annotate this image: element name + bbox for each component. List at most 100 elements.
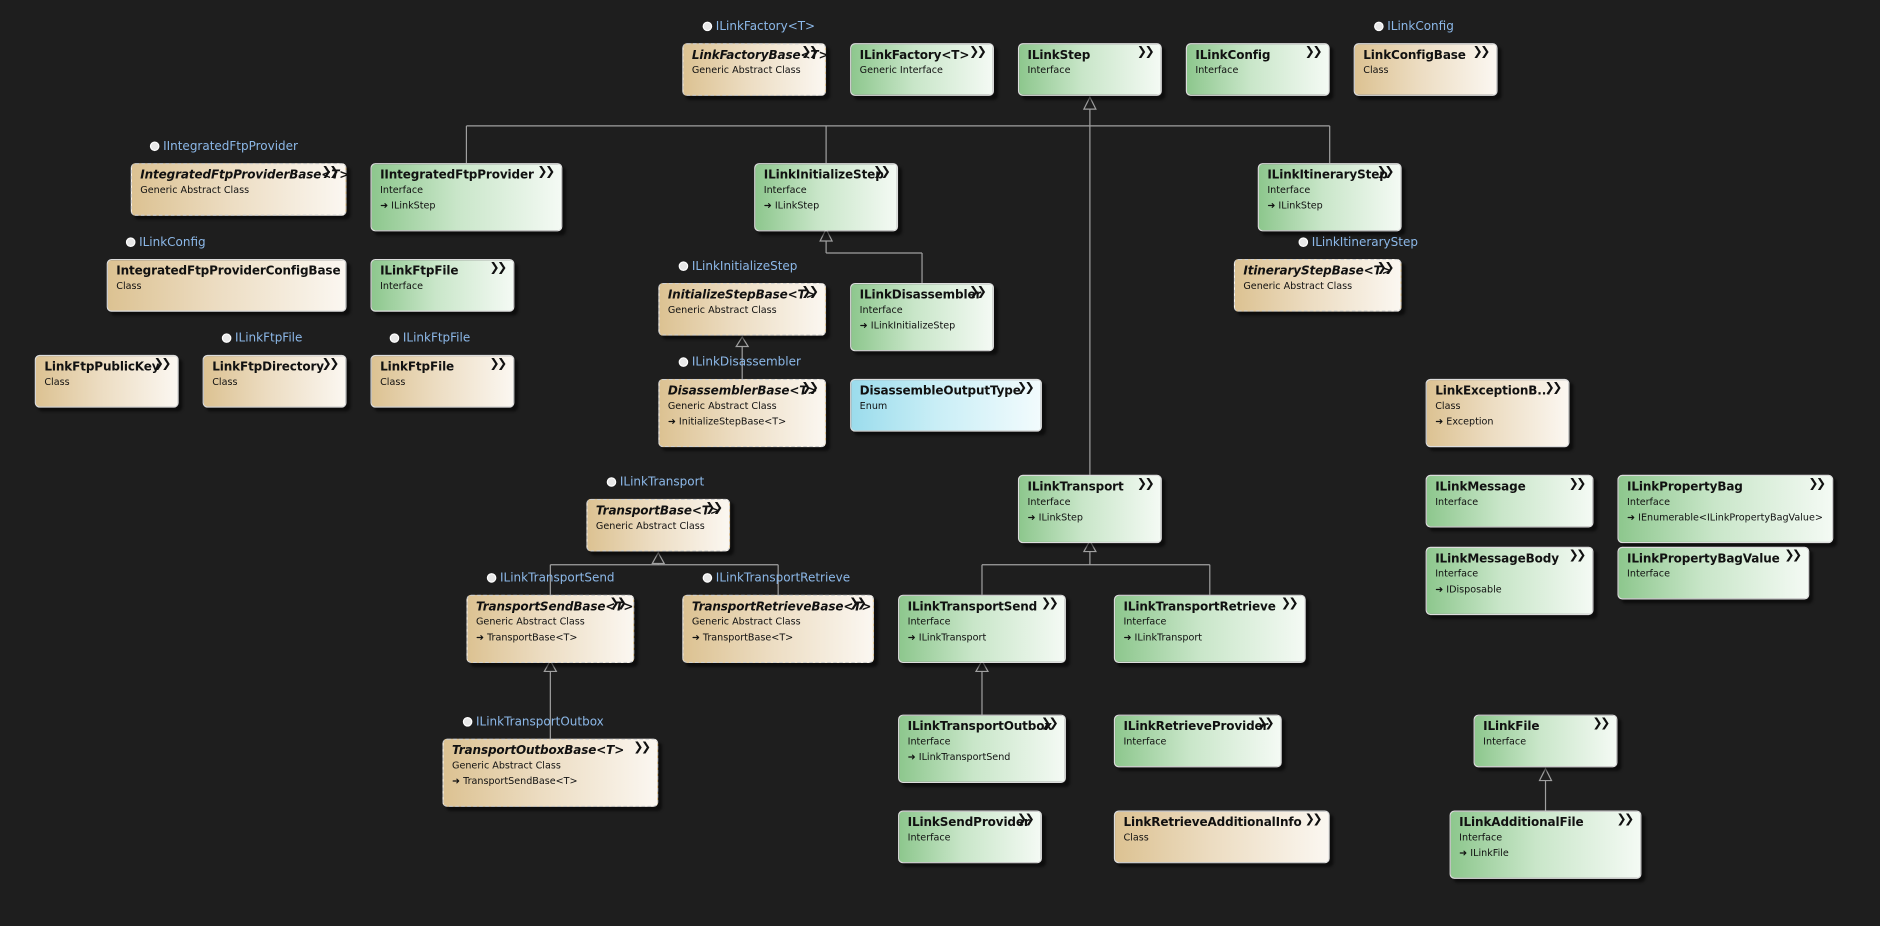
class-box-linkftppublickey[interactable]: LinkFtpPublicKey Class ❯❯ bbox=[34, 354, 179, 408]
inherits-line: ➜ TransportBase<T> bbox=[691, 631, 794, 643]
interface-box-iintegratedftpprovider[interactable]: IIntegratedFtpProvider Interface ➜ ILink… bbox=[370, 163, 563, 232]
class-box-integratedftpproviderbase[interactable]: IntegratedFtpProviderBase<T> Generic Abs… bbox=[130, 163, 350, 216]
interface-box-ilinkconfig[interactable]: ILinkConfig Interface ❯❯ bbox=[1185, 43, 1330, 96]
expand-chevron-icon[interactable]: ❯❯ bbox=[153, 357, 172, 371]
expand-chevron-icon[interactable]: ❯❯ bbox=[873, 165, 891, 179]
expand-chevron-icon[interactable]: ❯❯ bbox=[321, 357, 340, 371]
expand-chevron-icon[interactable]: ❯❯ bbox=[1136, 477, 1155, 491]
expand-chevron-icon[interactable]: ❯❯ bbox=[1784, 549, 1802, 563]
inherits-arrow-icon: ➜ bbox=[1027, 511, 1039, 523]
expand-chevron-icon[interactable]: ❯❯ bbox=[1136, 45, 1155, 59]
expand-chevron-icon[interactable]: ❯❯ bbox=[705, 501, 723, 515]
expand-chevron-icon[interactable]: ❯❯ bbox=[801, 381, 819, 395]
expand-chevron-icon[interactable]: ❯❯ bbox=[537, 165, 555, 179]
class-box-transportretrievebase[interactable]: TransportRetrieveBase<T> Generic Abstrac… bbox=[682, 594, 875, 664]
interface-lollipop: ILinkTransportOutbox bbox=[462, 713, 604, 730]
interface-box-ilinkstep[interactable]: ILinkStep Interface ❯❯ bbox=[1017, 43, 1162, 96]
expand-chevron-icon[interactable]: ❯❯ bbox=[969, 285, 987, 299]
interface-kind: Interface bbox=[1027, 64, 1071, 76]
class-box-transportsendbase[interactable]: TransportSendBase<T> Generic Abstract Cl… bbox=[466, 594, 635, 664]
expand-chevron-icon[interactable]: ❯❯ bbox=[1376, 165, 1395, 179]
inherits-line: ➜ ILinkStep bbox=[380, 200, 436, 212]
expand-chevron-icon[interactable]: ❯❯ bbox=[1376, 261, 1395, 275]
class-box-transportbase[interactable]: TransportBase<T> Generic Abstract Class … bbox=[586, 498, 731, 552]
expand-chevron-icon[interactable]: ❯❯ bbox=[1304, 45, 1323, 59]
expand-chevron-icon[interactable]: ❯❯ bbox=[801, 45, 819, 59]
class-box-linkexceptionbase[interactable]: LinkExceptionB... Class ➜ Exception ❯❯ bbox=[1425, 378, 1570, 448]
inherits-arrow-icon: ➜ bbox=[1123, 631, 1135, 643]
interface-box-ilinkmessage[interactable]: ILinkMessage Interface ❯❯ bbox=[1425, 474, 1594, 528]
expand-chevron-icon[interactable]: ❯❯ bbox=[1304, 812, 1323, 827]
interface-name: ILinkSendProvider bbox=[907, 816, 1030, 830]
class-box-linkftpfile[interactable]: LinkFtpFile Class ❯❯ bbox=[370, 354, 515, 408]
interface-box-ilinktransportretrieve[interactable]: ILinkTransportRetrieve Interface ➜ ILink… bbox=[1113, 594, 1306, 664]
class-box-linkfactorybase[interactable]: LinkFactoryBase<T> Generic Abstract Clas… bbox=[682, 43, 829, 96]
expand-chevron-icon[interactable]: ❯❯ bbox=[1616, 812, 1635, 827]
interface-name: ILinkTransportOutbox bbox=[907, 720, 1052, 734]
class-box-transportoutboxbase[interactable]: TransportOutboxBase<T> Generic Abstract … bbox=[442, 738, 659, 807]
enum-box-disassembleoutputtype[interactable]: DisassembleOutputType Enum ❯❯ bbox=[850, 378, 1042, 432]
interface-box-ilinkpropertybag[interactable]: ILinkPropertyBag Interface ➜ IEnumerable… bbox=[1617, 474, 1834, 544]
expand-chevron-icon[interactable]: ❯❯ bbox=[633, 740, 651, 755]
class-box-linkftpdirectory[interactable]: LinkFtpDirectory Class ❯❯ bbox=[202, 354, 347, 408]
expand-chevron-icon[interactable]: ❯❯ bbox=[1041, 717, 1059, 731]
expand-chevron-icon[interactable]: ❯❯ bbox=[1472, 45, 1491, 59]
class-name: IntegratedFtpProviderBase<T> bbox=[140, 169, 350, 183]
class-box-itinerarystepbase[interactable]: ItineraryStepBase<T> Generic Abstract Cl… bbox=[1233, 258, 1402, 312]
class-name: TransportOutboxBase<T> bbox=[452, 744, 625, 758]
expand-chevron-icon[interactable]: ❯❯ bbox=[969, 45, 987, 59]
class-box-initializestepbase[interactable]: InitializeStepBase<T> Generic Abstract C… bbox=[658, 282, 827, 336]
interface-box-ilinktransport[interactable]: ILinkTransport Interface ➜ ILinkStep ❯❯ bbox=[1017, 474, 1162, 544]
class-kind: Generic Abstract Class bbox=[691, 64, 801, 76]
class-kind: Class bbox=[1435, 400, 1461, 412]
expand-chevron-icon[interactable]: ❯❯ bbox=[1017, 381, 1035, 395]
expand-chevron-icon[interactable]: ❯❯ bbox=[1544, 381, 1563, 395]
interface-box-ilinkfactory[interactable]: ILinkFactory<T> Generic Interface ❯❯ bbox=[850, 43, 994, 96]
class-kind: Generic Abstract Class bbox=[691, 616, 801, 628]
interface-name: ILinkPropertyBag bbox=[1627, 480, 1743, 494]
interface-box-ilinkpropertybagvalue[interactable]: ILinkPropertyBagValue Interface ❯❯ bbox=[1617, 546, 1810, 600]
interface-box-ilinkitinerarystep[interactable]: ILinkItineraryStep Interface ➜ ILinkStep… bbox=[1257, 163, 1402, 232]
inheritance-arrowhead bbox=[1082, 95, 1097, 110]
expand-chevron-icon[interactable]: ❯❯ bbox=[489, 261, 507, 275]
expand-chevron-icon[interactable]: ❯❯ bbox=[1592, 717, 1611, 731]
interface-kind: Interface bbox=[859, 304, 903, 316]
inherits-line: ➜ TransportBase<T> bbox=[476, 631, 578, 643]
expand-chevron-icon[interactable]: ❯❯ bbox=[321, 165, 340, 179]
class-name: IntegratedFtpProviderConfigBase bbox=[116, 264, 341, 279]
expand-chevron-icon[interactable]: ❯❯ bbox=[1568, 477, 1587, 491]
expand-chevron-icon[interactable]: ❯❯ bbox=[1808, 477, 1826, 491]
class-box-disassemblerbase[interactable]: DisassemblerBase<T> Generic Abstract Cla… bbox=[658, 378, 827, 448]
expand-chevron-icon[interactable]: ❯❯ bbox=[1256, 717, 1275, 731]
interface-kind: Interface bbox=[907, 616, 951, 628]
expand-chevron-icon[interactable]: ❯❯ bbox=[1041, 597, 1059, 611]
expand-chevron-icon[interactable]: ❯❯ bbox=[849, 597, 867, 611]
expand-chevron-icon[interactable]: ❯❯ bbox=[1280, 597, 1299, 611]
expand-chevron-icon[interactable]: ❯❯ bbox=[1017, 812, 1035, 827]
interface-box-ilinkinitializestep[interactable]: ILinkInitializeStep Interface ➜ ILinkSte… bbox=[754, 163, 899, 232]
lollipop-circle-icon bbox=[1298, 237, 1309, 247]
interface-name: ILinkTransportRetrieve bbox=[1123, 600, 1276, 614]
interface-name: ILinkConfig bbox=[1195, 49, 1271, 63]
class-box-integratedftpproviderconfigbase[interactable]: IntegratedFtpProviderConfigBase Class bbox=[106, 258, 347, 312]
interface-box-ilinkftpfile[interactable]: ILinkFtpFile Interface ❯❯ bbox=[370, 258, 515, 312]
expand-chevron-icon[interactable]: ❯❯ bbox=[801, 285, 819, 299]
interface-box-ilinkfile[interactable]: ILinkFile Interface ❯❯ bbox=[1473, 714, 1618, 768]
inherits-arrow-icon: ➜ bbox=[1627, 511, 1639, 523]
class-box-linkretrieveadditionalinfo[interactable]: LinkRetrieveAdditionalInfo Class ❯❯ bbox=[1113, 810, 1330, 864]
interface-box-ilinkadditionalfile[interactable]: ILinkAdditionalFile Interface ➜ ILinkFil… bbox=[1449, 810, 1642, 879]
inherits-arrow-icon: ➜ bbox=[667, 416, 679, 427]
interface-box-ilinktransportsend[interactable]: ILinkTransportSend Interface ➜ ILinkTran… bbox=[898, 594, 1066, 664]
expand-chevron-icon[interactable]: ❯❯ bbox=[489, 357, 507, 371]
interface-box-ilinkmessagebody[interactable]: ILinkMessageBody Interface ➜ IDisposable… bbox=[1425, 546, 1594, 616]
class-box-linkconfigbase[interactable]: LinkConfigBase Class ❯❯ bbox=[1353, 43, 1498, 96]
interface-box-ilinkretrieveprovider[interactable]: ILinkRetrieveProvider Interface ❯❯ bbox=[1113, 714, 1282, 768]
interface-box-ilinksendprovider[interactable]: ILinkSendProvider Interface ❯❯ bbox=[898, 810, 1042, 864]
interface-box-ilinkdisassembler[interactable]: ILinkDisassembler Interface ➜ ILinkIniti… bbox=[850, 282, 994, 352]
interface-box-ilinktransportoutbox[interactable]: ILinkTransportOutbox Interface ➜ ILinkTr… bbox=[898, 714, 1066, 783]
interface-lollipop: ILinkFtpFile bbox=[221, 330, 302, 347]
expand-chevron-icon[interactable]: ❯❯ bbox=[1568, 549, 1587, 563]
expand-chevron-icon[interactable]: ❯❯ bbox=[609, 597, 627, 611]
lollipop-circle-icon bbox=[702, 573, 713, 583]
class-name: InitializeStepBase<T> bbox=[667, 288, 816, 303]
